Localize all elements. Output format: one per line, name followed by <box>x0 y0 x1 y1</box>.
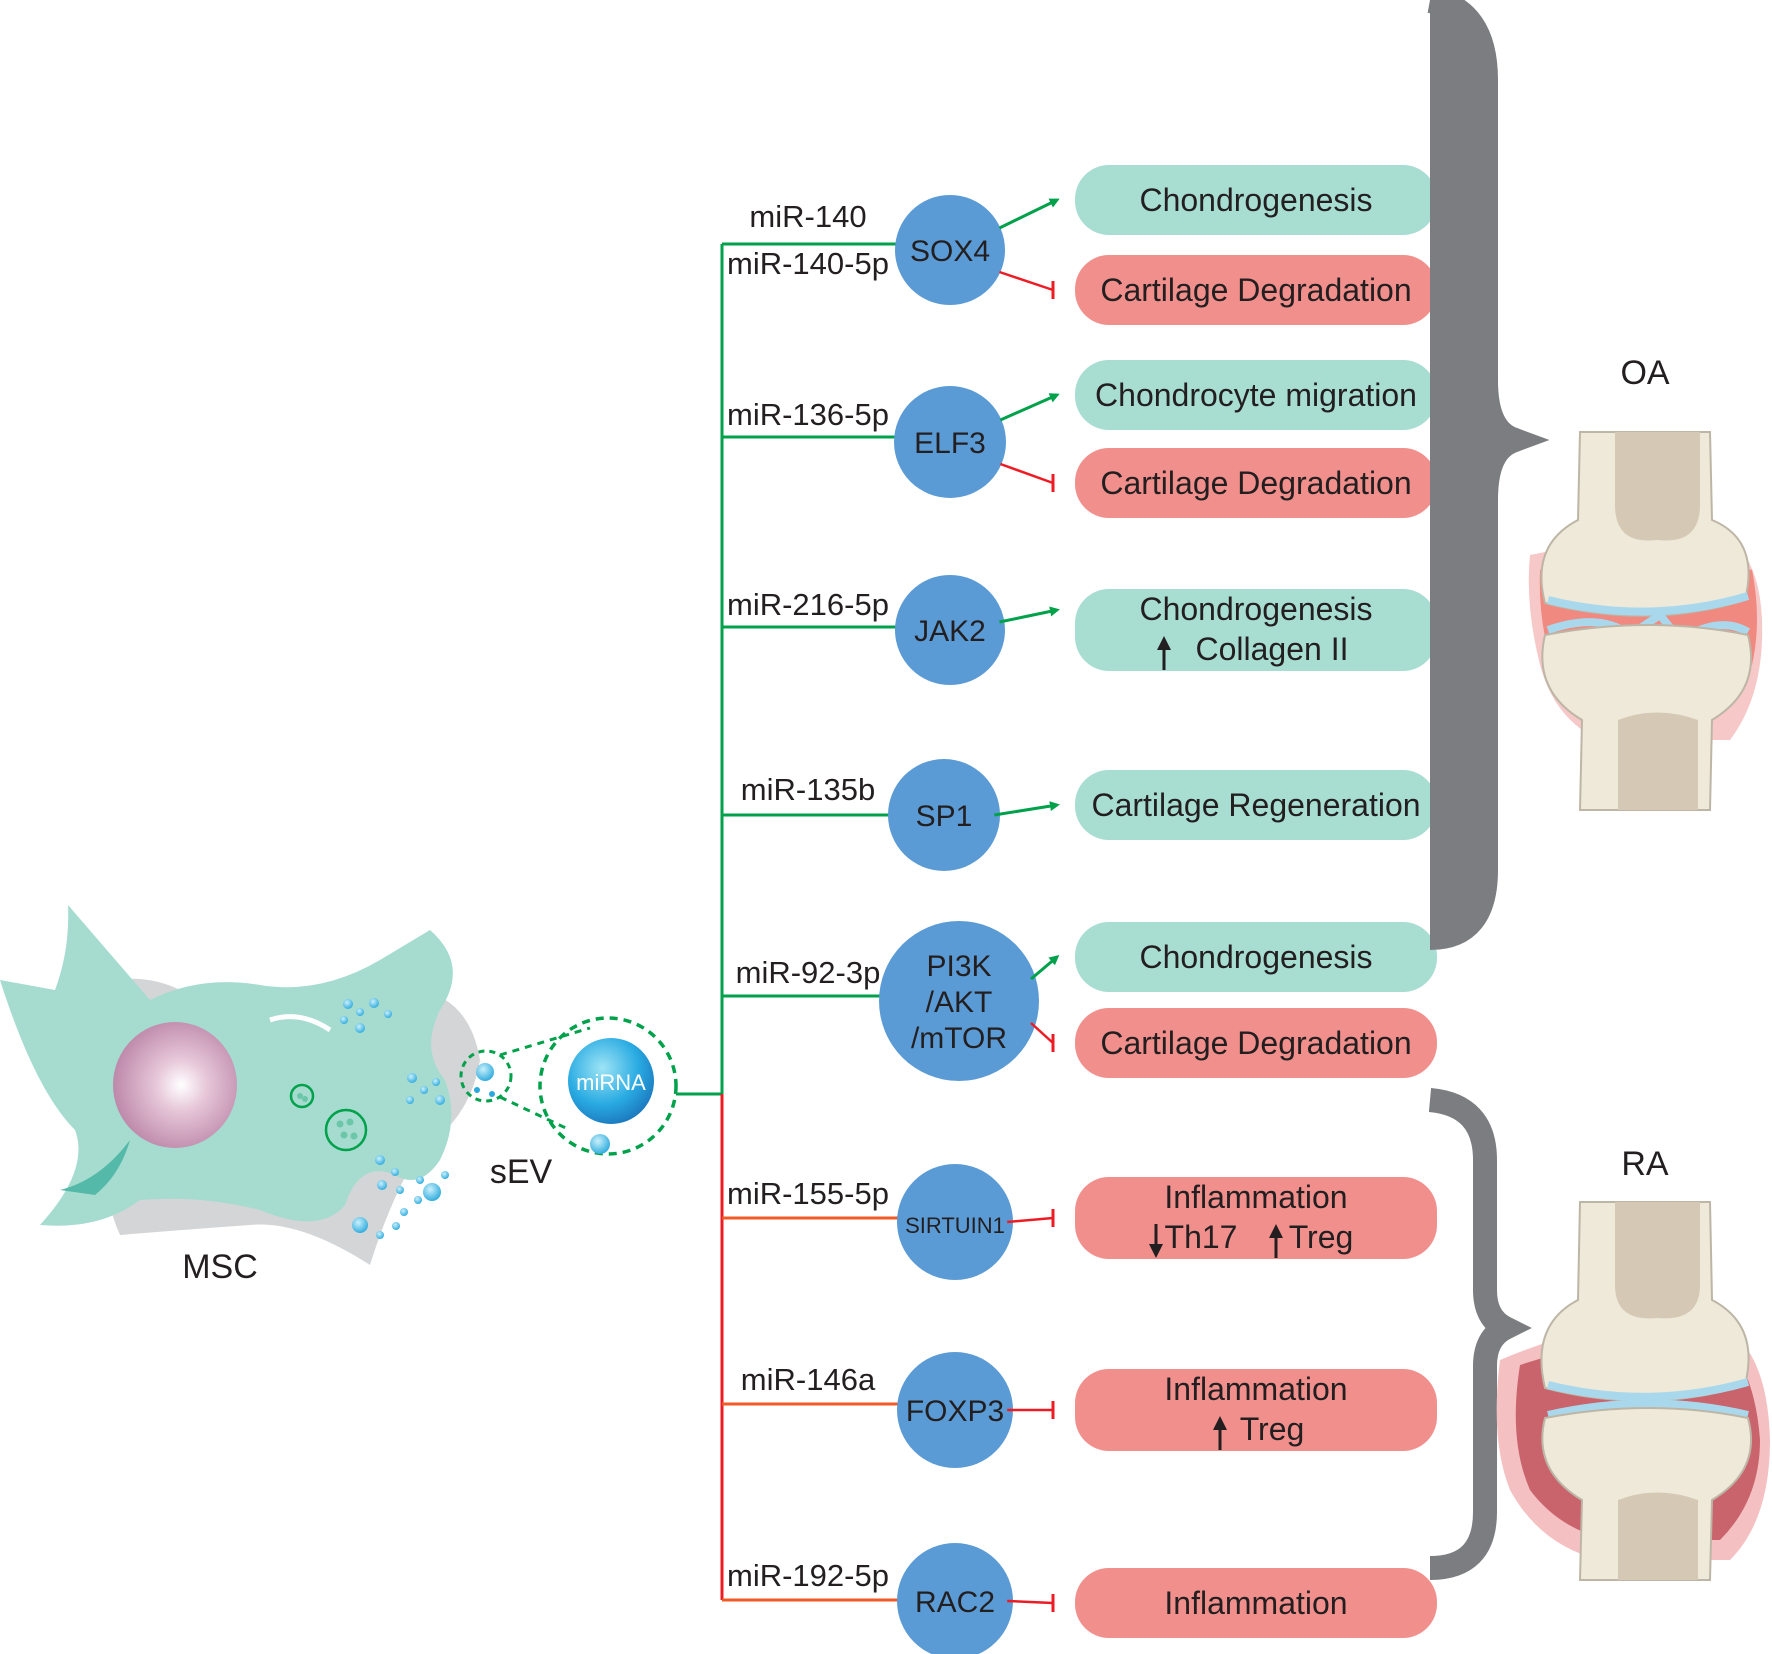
outcome-label: Chondrogenesis <box>1139 939 1372 975</box>
nucleus <box>113 1022 237 1148</box>
outcome-label: Chondrocyte migration <box>1095 377 1417 413</box>
target-node <box>897 1164 1013 1280</box>
mirna-label: miR-92-3p <box>736 955 881 990</box>
secreted-vesicles <box>340 998 449 1239</box>
mirna-label: miR-140-5p <box>727 246 889 281</box>
outcome-box <box>1075 1568 1437 1638</box>
sev-large-circle <box>538 1016 678 1156</box>
outcome-label: Chondrogenesis <box>1139 591 1372 627</box>
outcome-box <box>1075 448 1437 518</box>
target-label: FOXP3 <box>906 1395 1004 1428</box>
cell-fold <box>60 1140 130 1195</box>
target-label: /mTOR <box>911 1022 1007 1055</box>
sev-small-circle <box>459 1049 513 1103</box>
ra-bracket <box>1428 1088 1532 1580</box>
outcome-label: Cartilage Regeneration <box>1091 787 1420 823</box>
outcome-label: Inflammation <box>1164 1371 1347 1407</box>
target-node <box>897 1543 1013 1654</box>
oa-bracket <box>1427 0 1550 950</box>
target-label: /AKT <box>926 986 993 1019</box>
inhibit-line <box>999 462 1054 485</box>
oa-label: OA <box>1620 354 1669 392</box>
mirna-label: miR-135b <box>741 772 875 807</box>
ra-joint-illustration <box>1496 1201 1770 1581</box>
msc-cell: MSC <box>0 905 480 1286</box>
outcome-box <box>1075 922 1437 992</box>
target-label: ELF3 <box>914 427 986 460</box>
target-node <box>897 1352 1013 1468</box>
mirna-label: miR-192-5p <box>727 1558 889 1593</box>
multivesicular-body <box>324 1108 368 1152</box>
target-label: PI3K <box>926 950 991 983</box>
outcome-box <box>1075 1008 1437 1078</box>
promote-arrow <box>1030 955 1060 981</box>
outcome-label: Chondrogenesis <box>1139 182 1372 218</box>
zoom-line-top <box>499 1026 591 1057</box>
promote-arrow <box>998 198 1060 230</box>
outcome-sublabel: Treg <box>1289 1219 1354 1255</box>
outcome-label: Cartilage Degradation <box>1100 465 1411 501</box>
target-node <box>895 575 1005 685</box>
promote-arrow <box>999 606 1060 624</box>
target-label: JAK2 <box>914 615 986 648</box>
mirna-cargo <box>568 1038 654 1124</box>
outcome-sublabel: Treg <box>1240 1411 1305 1447</box>
cell-highlight <box>269 1014 332 1033</box>
target-label: SIRTUIN1 <box>905 1213 1005 1238</box>
endosome-small <box>289 1083 315 1109</box>
sev-label: sEV <box>490 1153 553 1191</box>
outcome-box <box>1075 255 1437 325</box>
msc-label: MSC <box>182 1248 258 1286</box>
target-node <box>894 386 1006 498</box>
target-label: SP1 <box>916 800 973 833</box>
mirna-cargo-label: miRNA <box>576 1070 646 1095</box>
sev-zoom: miRNA sEV <box>459 1016 678 1191</box>
target-node <box>879 921 1039 1081</box>
outcome-box <box>1075 165 1437 235</box>
mirna-label: miR-140 <box>749 199 866 234</box>
mirna-label: miR-136-5p <box>727 397 889 432</box>
target-node <box>895 195 1005 305</box>
promote-arrow <box>999 393 1060 422</box>
target-label: SOX4 <box>910 235 990 268</box>
promote-arrow <box>994 801 1060 817</box>
inhibit-line <box>1007 1599 1054 1605</box>
outcome-box <box>1075 360 1437 430</box>
target-node <box>888 759 1000 871</box>
up-arrow-icon-head <box>1157 636 1171 650</box>
mirna-label: miR-146a <box>741 1362 876 1397</box>
mirna-label: miR-155-5p <box>727 1176 889 1211</box>
inhibit-line <box>1007 1216 1054 1224</box>
mirna-label: miR-216-5p <box>727 587 889 622</box>
ra-label: RA <box>1621 1145 1669 1183</box>
oa-joint-illustration <box>1528 431 1763 811</box>
up-arrow-icon-head <box>1269 1224 1283 1238</box>
outcome-label: Cartilage Degradation <box>1100 272 1411 308</box>
inhibit-line <box>1030 1022 1054 1044</box>
outcome-sublabel: Collagen II <box>1196 631 1349 667</box>
up-arrow-icon-head <box>1213 1416 1227 1430</box>
outcome-sublabel: Th17 <box>1165 1219 1238 1255</box>
outcome-box <box>1075 1177 1437 1259</box>
zoom-line-bottom <box>499 1095 571 1132</box>
target-label: RAC2 <box>915 1586 995 1619</box>
inhibit-line <box>999 270 1054 292</box>
outcome-label: Inflammation <box>1164 1179 1347 1215</box>
down-arrow-icon-head <box>1149 1244 1163 1258</box>
outcome-label: Cartilage Degradation <box>1100 1025 1411 1061</box>
outcome-label: Inflammation <box>1164 1585 1347 1621</box>
outcome-box <box>1075 1369 1437 1451</box>
outcome-box <box>1075 770 1437 840</box>
